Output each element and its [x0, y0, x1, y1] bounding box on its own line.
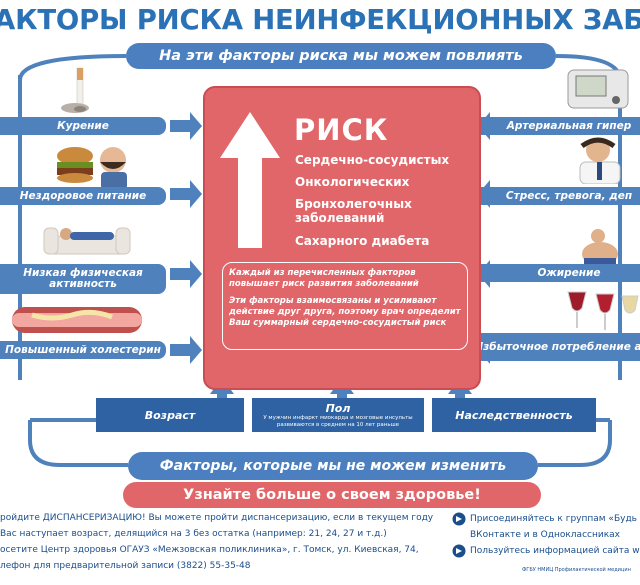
- burger-icon: [45, 140, 135, 190]
- risk-note-2: Эти факторы взаимосвязаны и усиливают де…: [229, 296, 461, 328]
- right-arrows: [478, 112, 510, 364]
- risk-item-pulmonary: Бронхолегочных заболеваний: [295, 197, 412, 225]
- footer-social-line-2: ВКонтакте и в Одноклассниках: [470, 530, 620, 540]
- footer-line-2: Вас наступает возраст, делящийся на 3 бе…: [0, 529, 387, 539]
- stressed-man-icon: [568, 134, 640, 184]
- arrow-right-circle-icon: [452, 544, 466, 558]
- factor-label-hypertension: Артериальная гипер: [474, 117, 640, 135]
- factor-label-cholesterol: Повышенный холестерин: [0, 341, 166, 359]
- modifiable-factors-banner: На эти факторы риска мы можем повлиять: [126, 43, 556, 69]
- risk-title: РИСК: [294, 113, 389, 147]
- footer-line-4: лефон для предварительной записи (3822) …: [0, 561, 251, 571]
- up-arrows: [210, 378, 472, 402]
- risk-item-cardio: Сердечно-сосудистых: [295, 153, 450, 167]
- factor-sex-note: У мужчин инфаркт миокарда и мозговые инс…: [263, 414, 413, 428]
- factor-sex-title: Пол: [325, 401, 351, 415]
- factor-label-low-activity: Низкая физическая активность: [0, 264, 166, 294]
- factor-label-stress: Стресс, тревога, деп: [474, 187, 640, 205]
- risk-note-1: Каждый из перечисленных факторов повышае…: [229, 268, 419, 289]
- footer-line-3: осетите Центр здоровья ОГАУЗ «Межзовская…: [0, 545, 419, 555]
- footer-website-line: Пользуйтесь информацией сайта w: [470, 546, 640, 556]
- footer-line-1: ройдите ДИСПАНСЕРИЗАЦИЮ! Вы можете пройт…: [0, 513, 434, 523]
- factor-age: Возраст: [96, 398, 244, 432]
- non-modifiable-factors-banner: Факторы, которые мы не можем изменить: [128, 452, 538, 480]
- footer-social-line-1: Присоединяйтесь к группам «Будь: [470, 514, 637, 524]
- couch-icon: [42, 222, 132, 262]
- risk-item-oncology: Онкологических: [295, 175, 410, 189]
- risk-item-diabetes: Сахарного диабета: [295, 234, 430, 248]
- left-arrows: [170, 112, 202, 364]
- wine-glasses-icon: [560, 290, 640, 334]
- blood-pressure-monitor-icon: [560, 66, 640, 112]
- poster-title: АКТОРЫ РИСКА НЕИНФЕКЦИОННЫХ ЗАБОЛЕВА: [0, 4, 640, 36]
- factor-label-alcohol: Избыточное потребление алко: [474, 333, 640, 361]
- obese-man-icon: [578, 228, 640, 264]
- arrow-right-circle-icon: [452, 512, 466, 526]
- organization-credit: ФГБУ НМИЦ Профилактической медицин: [522, 567, 631, 573]
- risk-up-arrow-icon: [220, 112, 280, 248]
- factor-label-unhealthy-diet: Нездоровое питание: [0, 187, 166, 205]
- factor-label-smoking: Курение: [0, 117, 166, 135]
- factor-label-obesity: Ожирение: [474, 264, 640, 282]
- factor-heredity: Наследственность: [432, 398, 596, 432]
- risk-info-box: Каждый из перечисленных факторов повышае…: [222, 262, 468, 350]
- artery-icon: [12, 303, 142, 337]
- learn-more-banner: Узнайте больше о своем здоровье!: [123, 482, 541, 508]
- cigarette-icon: [55, 64, 100, 114]
- factor-sex: Пол У мужчин инфаркт миокарда и мозговые…: [252, 398, 424, 432]
